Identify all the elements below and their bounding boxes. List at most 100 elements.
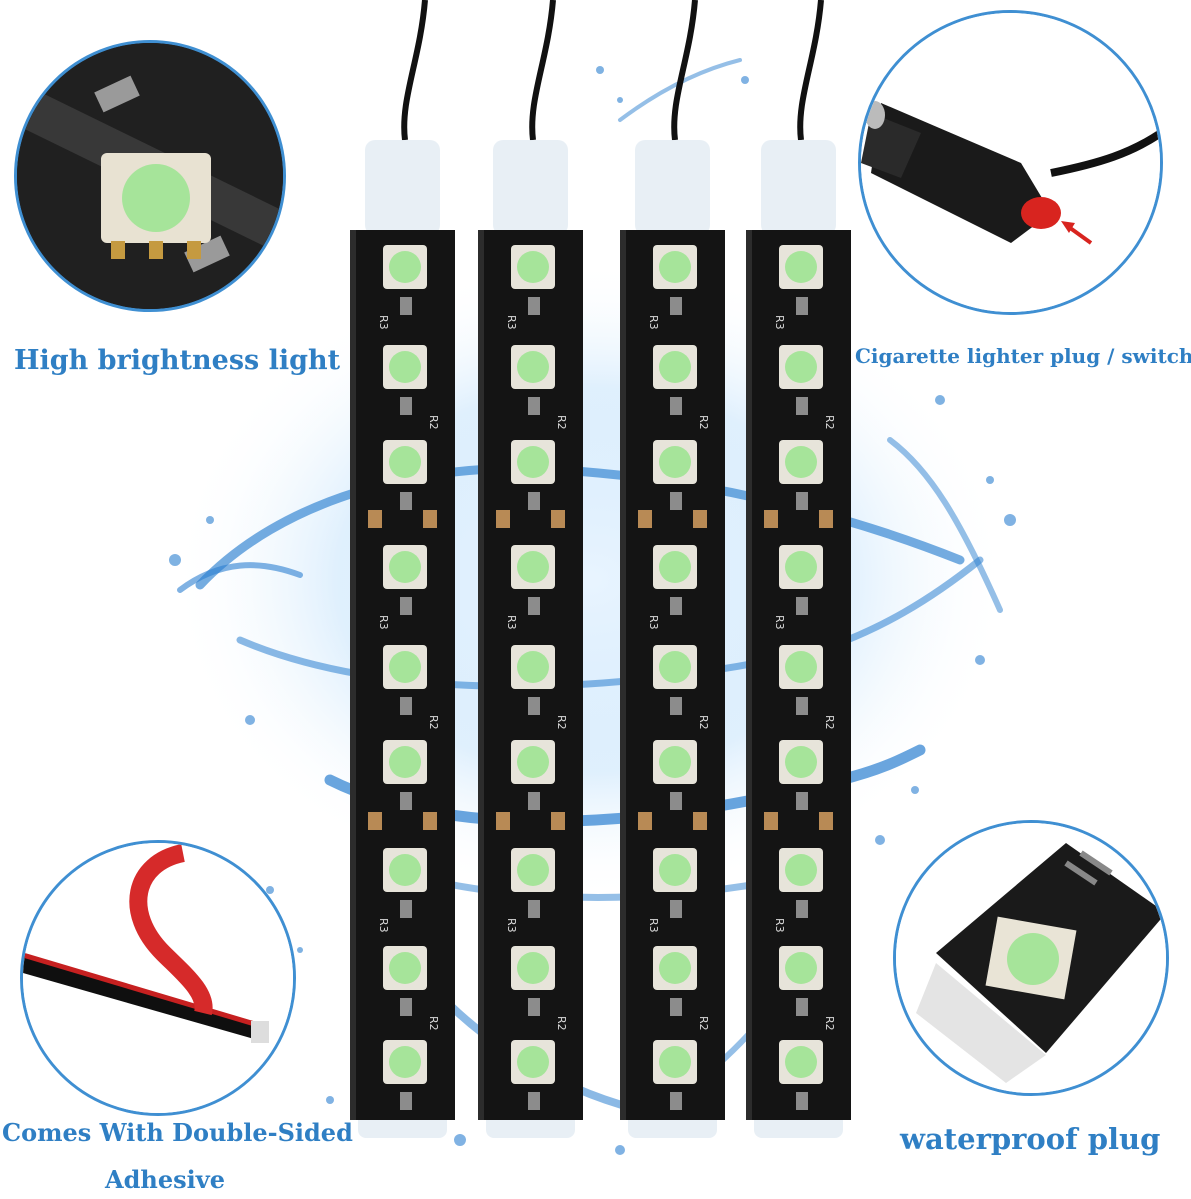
- cigarette-plug-icon: [861, 13, 1160, 312]
- resistor-label-r2: R2: [555, 1016, 568, 1031]
- resistor-label-r3: R3: [647, 918, 660, 933]
- led-light: [517, 251, 549, 283]
- cut-pad: [764, 812, 778, 830]
- led-light: [389, 651, 421, 683]
- led-light: [659, 746, 691, 778]
- resistor: [528, 297, 540, 315]
- adhesive-inset: [20, 840, 296, 1116]
- resistor: [528, 597, 540, 615]
- led-light: [785, 746, 817, 778]
- led-light: [389, 351, 421, 383]
- cut-pad: [496, 510, 510, 528]
- resistor-label-r2: R2: [697, 715, 710, 730]
- resistor: [528, 697, 540, 715]
- resistor: [400, 998, 412, 1016]
- resistor-label-r2: R2: [555, 715, 568, 730]
- led-light: [659, 854, 691, 886]
- led-light: [517, 651, 549, 683]
- resistor-label-r2: R2: [427, 715, 440, 730]
- resistor: [400, 492, 412, 510]
- resistor: [528, 900, 540, 918]
- led-light: [517, 952, 549, 984]
- resistor: [528, 792, 540, 810]
- resistor: [796, 792, 808, 810]
- resistor-label-r3: R3: [647, 315, 660, 330]
- adhesive-tape-icon: [23, 843, 293, 1113]
- led-light: [785, 854, 817, 886]
- resistor: [400, 597, 412, 615]
- resistor: [670, 397, 682, 415]
- cut-pad: [693, 510, 707, 528]
- resistor: [796, 900, 808, 918]
- cut-pad: [819, 812, 833, 830]
- high-brightness-label: High brightness light: [14, 345, 341, 376]
- led-light: [659, 952, 691, 984]
- led-light: [785, 446, 817, 478]
- resistor-label-r2: R2: [427, 1016, 440, 1031]
- strip-edge: [350, 230, 356, 1120]
- strip-edge: [478, 230, 484, 1120]
- led-light: [785, 1046, 817, 1078]
- resistor: [796, 297, 808, 315]
- resistor: [670, 492, 682, 510]
- cigarette-plug-inset: [858, 10, 1163, 315]
- strip-cable: [671, 0, 698, 141]
- resistor: [670, 792, 682, 810]
- strip-end-cap-top: [493, 140, 568, 235]
- cut-pad: [551, 510, 565, 528]
- resistor-label-r2: R2: [427, 415, 440, 430]
- led-light: [517, 746, 549, 778]
- led-light: [659, 351, 691, 383]
- led-light: [659, 251, 691, 283]
- resistor: [400, 397, 412, 415]
- resistor-label-r3: R3: [647, 615, 660, 630]
- led-light: [389, 746, 421, 778]
- resistor: [528, 998, 540, 1016]
- resistor-label-r3: R3: [505, 615, 518, 630]
- led-closeup-inset: [14, 40, 286, 312]
- cut-pad: [423, 812, 437, 830]
- resistor: [796, 697, 808, 715]
- resistor: [528, 492, 540, 510]
- resistor: [670, 998, 682, 1016]
- led-light: [659, 551, 691, 583]
- resistor: [528, 1092, 540, 1110]
- resistor-label-r3: R3: [773, 315, 786, 330]
- resistor: [670, 697, 682, 715]
- resistor: [400, 697, 412, 715]
- led-light: [517, 854, 549, 886]
- led-light: [785, 251, 817, 283]
- cut-pad: [638, 812, 652, 830]
- cut-pad: [638, 510, 652, 528]
- resistor-label-r2: R2: [555, 415, 568, 430]
- resistor-label-r2: R2: [823, 415, 836, 430]
- resistor: [528, 397, 540, 415]
- resistor-label-r2: R2: [823, 1016, 836, 1031]
- led-light: [389, 446, 421, 478]
- resistor: [796, 397, 808, 415]
- led-chip-icon: [17, 43, 283, 309]
- strip-end-cap-top: [635, 140, 710, 235]
- resistor: [670, 297, 682, 315]
- cut-pad: [368, 510, 382, 528]
- led-light: [785, 651, 817, 683]
- cut-pad: [764, 510, 778, 528]
- led-light: [389, 551, 421, 583]
- led-light: [517, 1046, 549, 1078]
- resistor-label-r3: R3: [773, 615, 786, 630]
- led-light: [659, 446, 691, 478]
- waterproof-plug-label: waterproof plug: [900, 1122, 1161, 1156]
- resistor-label-r3: R3: [505, 918, 518, 933]
- led-light: [389, 854, 421, 886]
- led-light: [785, 952, 817, 984]
- strip-end-cap-top: [761, 140, 836, 235]
- resistor: [400, 1092, 412, 1110]
- resistor-label-r3: R3: [505, 315, 518, 330]
- cut-pad: [551, 812, 565, 830]
- resistor: [796, 492, 808, 510]
- led-light: [389, 952, 421, 984]
